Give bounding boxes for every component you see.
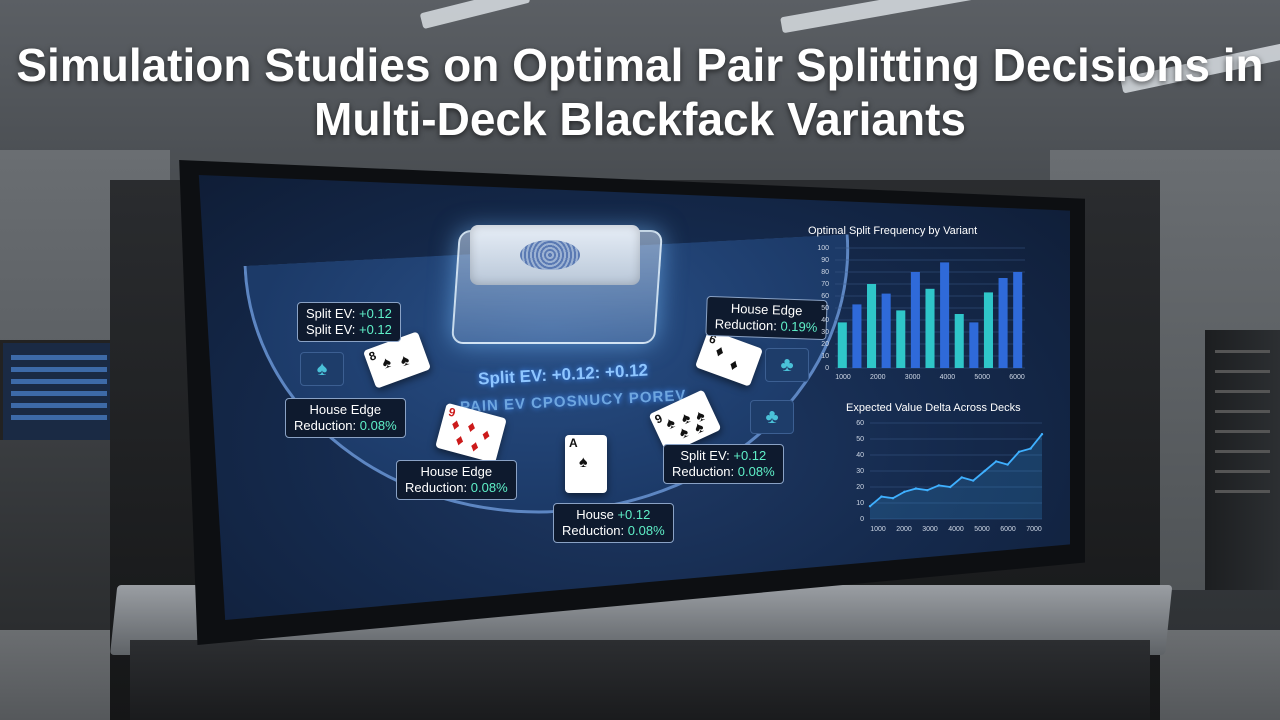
club-tile-icon: ♣ (765, 348, 809, 382)
spade-icon: ♠ (398, 351, 412, 371)
background-desk (0, 440, 130, 640)
bar (998, 278, 1008, 368)
x-tick-label: 5000 (974, 526, 990, 533)
line-chart-title: Expected Value Delta Across Decks (846, 402, 1021, 414)
y-tick-label: 30 (821, 329, 829, 336)
x-tick-label: 7000 (1026, 526, 1042, 533)
diamond-icon: ♦ (727, 356, 741, 375)
bar (954, 314, 964, 368)
data-point (926, 489, 929, 492)
y-tick-label: 90 (821, 257, 829, 264)
x-tick-label: 2000 (870, 374, 886, 381)
x-tick-label: 1000 (835, 374, 851, 381)
house-edge-label: House Edge Reduction: 0.08% (285, 398, 406, 438)
x-tick-label: 6000 (1000, 526, 1016, 533)
y-tick-label: 60 (821, 293, 829, 300)
data-point (994, 460, 998, 463)
fingerprint-icon (520, 240, 580, 270)
data-point (972, 479, 975, 482)
data-point (960, 476, 963, 479)
y-tick-label: 20 (821, 341, 829, 348)
x-tick-label: 3000 (922, 526, 938, 533)
data-point (949, 485, 952, 489)
y-tick-label: 50 (821, 305, 829, 312)
bar (896, 310, 906, 368)
bar-chart-title: Optimal Split Frequency by Variant (808, 225, 978, 237)
line-area (870, 434, 1042, 519)
x-tick-label: 1000 (870, 526, 886, 533)
series-line (869, 433, 1043, 507)
x-tick-label: 4000 (940, 374, 956, 381)
diamond-icon: ♦ (465, 418, 478, 437)
ceiling-light (780, 0, 980, 34)
kiosk-front (130, 640, 1150, 720)
ceiling-light (419, 0, 531, 30)
bar (910, 272, 920, 368)
data-point (1006, 463, 1009, 466)
bar (881, 293, 891, 368)
y-tick-label: 70 (821, 281, 829, 288)
y-tick-label: 30 (856, 468, 864, 475)
diamond-icon: ♦ (712, 342, 727, 362)
data-point (1017, 450, 1021, 453)
x-tick-label: 3000 (905, 374, 921, 381)
x-tick-label: 2000 (896, 526, 912, 533)
data-point (1029, 447, 1032, 450)
line-chart: 60 50 40 30 20 10 0 1000 2000 3000 4000 5000 6000 700… (856, 420, 1044, 533)
club-tile-icon: ♣ (750, 400, 794, 434)
data-point (868, 505, 872, 508)
bar (925, 288, 935, 368)
spade-tile-icon: ♠ (300, 352, 344, 386)
y-tick-label: 10 (856, 500, 864, 507)
y-tick-label: 0 (860, 516, 864, 523)
background-server-rack (1205, 330, 1280, 590)
diamond-icon: ♦ (468, 437, 481, 457)
x-tick-label: 4000 (948, 526, 964, 533)
bar (1013, 272, 1023, 368)
spade-icon: ♠ (379, 353, 394, 373)
bar (969, 322, 979, 368)
y-tick-label: 40 (856, 452, 864, 459)
split-ev-label: Split EV: +0.12 Split EV: +0.12 (297, 302, 401, 342)
split-ev-label: Split EV: +0.12 Reduction: 0.08% (663, 444, 784, 484)
y-tick-label: 0 (825, 365, 829, 372)
data-point (891, 497, 895, 500)
y-tick-label: 20 (856, 484, 864, 491)
y-tick-label: 100 (817, 245, 829, 252)
bar (983, 292, 993, 368)
house-edge-label: House Edge Reduction: 0.08% (396, 460, 517, 500)
data-point (914, 487, 918, 490)
x-tick-label: 6000 (1009, 374, 1025, 381)
bar (852, 304, 862, 368)
bar (940, 262, 950, 368)
data-point (1040, 433, 1044, 436)
y-tick-label: 80 (821, 269, 829, 276)
spade-icon: ♠ (676, 423, 692, 443)
house-reduction-label: House +0.12 Reduction: 0.08% (553, 503, 674, 543)
playing-card: A ♠ (565, 435, 607, 493)
y-tick-label: 40 (821, 317, 829, 324)
y-tick-label: 10 (821, 353, 829, 360)
y-tick-label: 60 (856, 420, 864, 427)
page-title: Simulation Studies on Optimal Pair Split… (16, 39, 1264, 145)
data-point (903, 490, 906, 493)
y-tick-label: 50 (856, 436, 864, 443)
x-tick-label: 5000 (974, 374, 990, 381)
spade-icon: ♠ (663, 414, 679, 434)
diamond-icon: ♦ (479, 426, 493, 445)
diamond-icon: ♦ (453, 431, 466, 451)
spade-icon: ♠ (579, 454, 588, 471)
data-point (983, 469, 986, 473)
bar (837, 322, 847, 368)
background-monitor (0, 340, 118, 446)
bar (867, 284, 877, 368)
data-point (937, 484, 940, 487)
data-point (880, 495, 883, 498)
